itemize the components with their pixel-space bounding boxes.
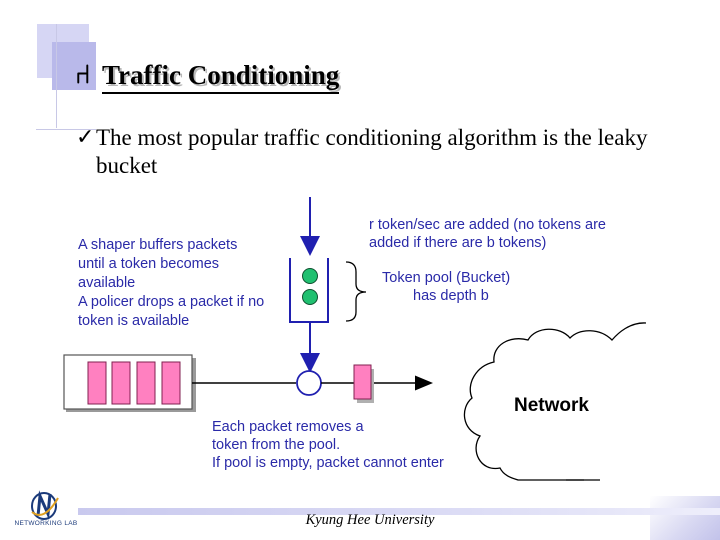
token-rate-note: r token/sec are added (no tokens are add… [369, 217, 606, 251]
token-rate-line: added if there are b tokens) [369, 235, 546, 251]
bullet-point-line-2: bucket [96, 153, 158, 178]
footer-bar [78, 508, 720, 515]
token-icon [302, 289, 318, 305]
token-pool-line: Token pool (Bucket) [382, 270, 510, 286]
shaper-note-line: until a token becomes [78, 256, 219, 272]
packet-removal-note: Each packet removes a token from the poo… [212, 419, 444, 471]
bullet-point: The most popular traffic conditioning al… [96, 124, 686, 180]
bullet-point-line-1: The most popular traffic conditioning al… [96, 125, 648, 150]
queued-packet [111, 361, 131, 405]
decor-rule-horizontal [36, 129, 96, 130]
queued-packet [87, 361, 107, 405]
footer-university: Kyung Hee University [305, 512, 435, 528]
queued-packet [136, 361, 156, 405]
policer-note-line: token is available [78, 313, 189, 329]
decor-rule-vertical [56, 24, 57, 128]
departing-packet [353, 364, 372, 400]
queued-packet [161, 361, 181, 405]
packet-note-line: token from the pool. [212, 437, 340, 453]
token-rate-line: r token/sec are added (no tokens are [369, 217, 606, 233]
token-check-point [296, 370, 322, 396]
logo-caption: NETWORKING LAB [14, 520, 78, 527]
network-label: Network [514, 395, 589, 416]
token-icon [302, 268, 318, 284]
queued-packets [87, 361, 181, 405]
shaper-note-line: A shaper buffers packets [78, 237, 237, 253]
shaper-note-line: available [78, 275, 135, 291]
shaper-policer-note: A shaper buffers packets until a token b… [78, 237, 264, 329]
packet-note-line: If pool is empty, packet cannot enter [212, 455, 444, 471]
title-bullet-icon: ⑁ [75, 60, 91, 89]
token-pool-note: Token pool (Bucket) has depth b [382, 270, 510, 304]
policer-note-line: A policer drops a packet if no [78, 294, 264, 310]
token-pool-line: has depth b [413, 288, 489, 304]
networking-lab-logo [31, 490, 59, 520]
decor-square-dark [52, 42, 96, 90]
footer-decor-corner [650, 496, 720, 540]
token-pool-brace [345, 261, 367, 322]
packet-note-line: Each packet removes a [212, 419, 364, 435]
network-cloud [463, 322, 647, 481]
checkmark-icon: ✓ [76, 125, 95, 150]
slide-title: Traffic Conditioning [102, 58, 340, 94]
